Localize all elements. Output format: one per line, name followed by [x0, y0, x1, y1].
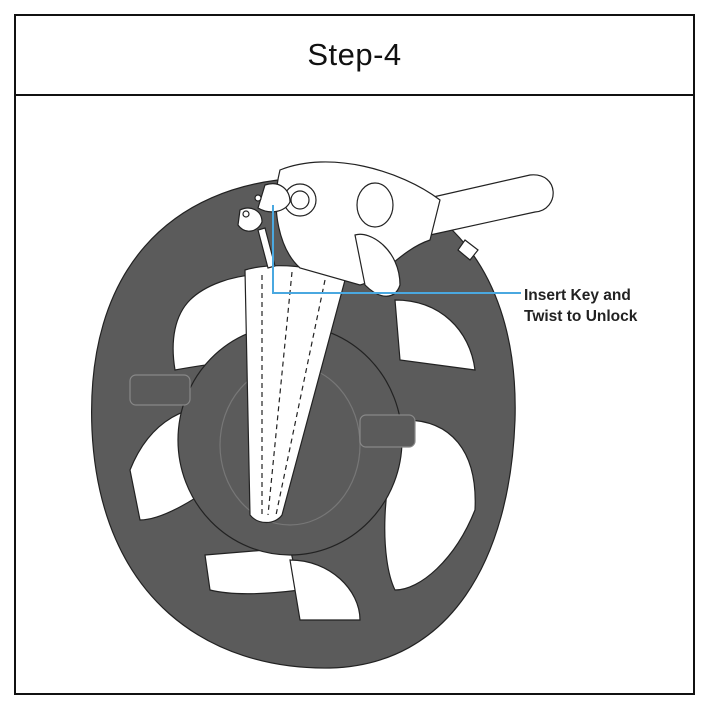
ignition-housing	[275, 161, 554, 297]
key-icon	[237, 183, 291, 269]
callout-label: Insert Key and Twist to Unlock	[524, 285, 637, 327]
step-title: Step-4	[307, 37, 402, 72]
steering-column	[244, 265, 346, 524]
callout-line-2: Twist to Unlock	[524, 308, 638, 325]
callout-leader-line	[272, 205, 521, 294]
step-frame: Step-4	[14, 14, 695, 695]
callout-line-1: Insert Key and	[524, 287, 631, 304]
step-header: Step-4	[16, 16, 693, 96]
